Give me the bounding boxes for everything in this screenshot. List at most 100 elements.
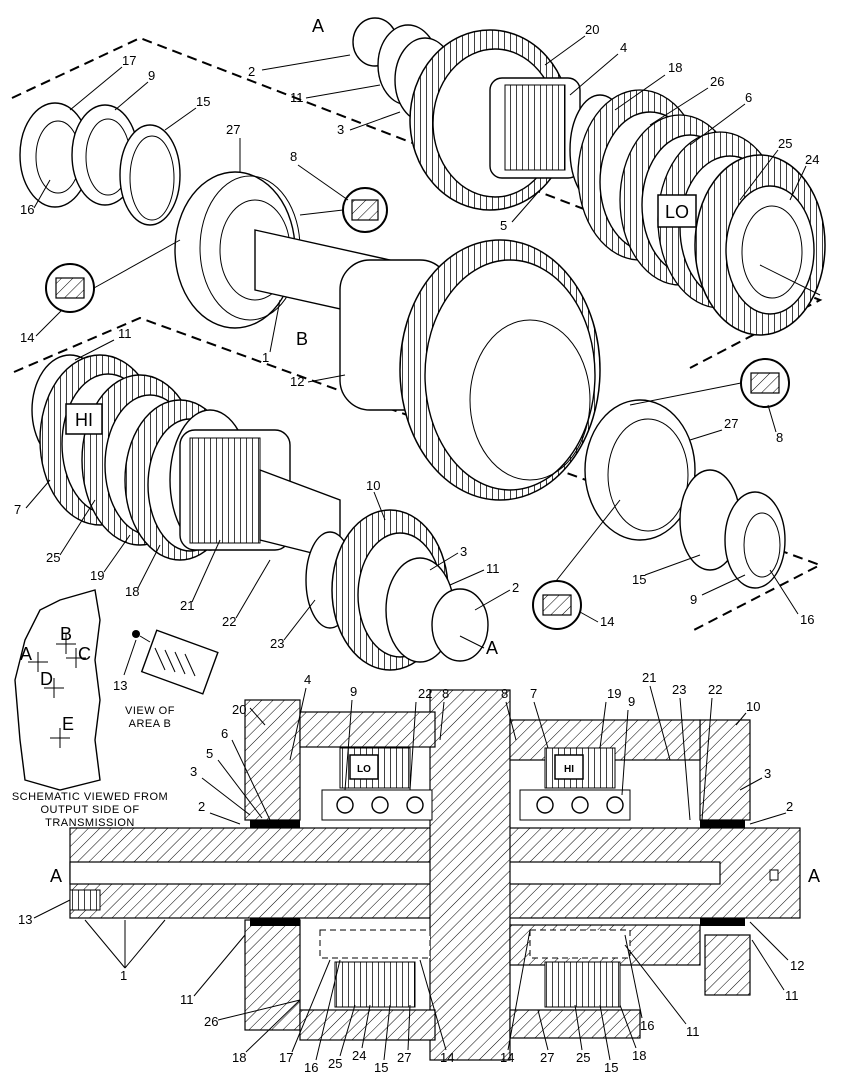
svg-text:HI: HI: [564, 764, 574, 775]
svg-text:11: 11: [290, 90, 304, 105]
svg-text:22: 22: [418, 686, 432, 701]
center-flange: [429, 689, 511, 1061]
svg-text:14: 14: [440, 1050, 454, 1065]
svg-text:LO: LO: [665, 202, 689, 222]
detail-circle-14-middle: [532, 580, 582, 630]
detail-circle-8-middle: [740, 358, 790, 408]
svg-text:9: 9: [690, 592, 697, 607]
svg-text:19: 19: [607, 686, 621, 701]
svg-text:23: 23: [270, 636, 284, 651]
svg-text:VIEW OF: VIEW OF: [125, 705, 175, 717]
svg-text:C: C: [78, 644, 91, 664]
svg-text:16: 16: [640, 1018, 654, 1033]
lo-housing-bottom: [299, 1009, 436, 1041]
svg-text:11: 11: [118, 326, 132, 341]
middle-exploded-group: HI 11 8 27 7 25 19: [14, 326, 814, 693]
svg-text:A: A: [50, 866, 62, 886]
svg-text:9: 9: [350, 684, 357, 699]
svg-text:A: A: [312, 16, 324, 36]
svg-text:11: 11: [785, 988, 799, 1003]
svg-text:2: 2: [248, 64, 255, 79]
svg-text:11: 11: [180, 992, 194, 1007]
svg-text:25: 25: [576, 1050, 590, 1065]
schematic-group: A B C D E SCHEMATIC VIEWED FROM OUTPUT S…: [12, 589, 219, 829]
svg-text:7: 7: [530, 686, 537, 701]
lo-housing-top: [299, 711, 436, 748]
svg-text:21: 21: [180, 598, 194, 613]
svg-text:25: 25: [778, 136, 792, 151]
svg-text:26: 26: [710, 74, 724, 89]
svg-text:22: 22: [222, 614, 236, 629]
svg-text:11: 11: [686, 1024, 700, 1039]
svg-text:8: 8: [776, 430, 783, 445]
svg-text:19: 19: [90, 568, 104, 583]
svg-text:OUTPUT SIDE OF: OUTPUT SIDE OF: [40, 804, 139, 816]
svg-text:1: 1: [262, 350, 269, 365]
svg-text:2: 2: [198, 799, 205, 814]
svg-text:A: A: [808, 866, 820, 886]
svg-text:16: 16: [20, 202, 34, 217]
svg-text:3: 3: [460, 544, 467, 559]
gear-10-section-lower: [704, 934, 751, 996]
clutch-hi-box: HI: [65, 403, 103, 435]
spring-15: [119, 124, 181, 226]
svg-text:4: 4: [620, 40, 627, 55]
upper-exploded-group: LO A 2: [11, 16, 826, 633]
svg-text:B: B: [296, 329, 308, 349]
svg-text:18: 18: [668, 60, 682, 75]
svg-text:3: 3: [190, 764, 197, 779]
section-callouts-top: 20 4 9 22 8 8 7 19 9 21 23 22 10: [190, 670, 793, 825]
svg-text:11: 11: [486, 561, 500, 576]
hi-clutch-plates-top: HI: [519, 747, 631, 821]
detail-circle-14-upper: [45, 263, 95, 313]
svg-text:14: 14: [20, 330, 34, 345]
svg-text:9: 9: [628, 694, 635, 709]
svg-text:15: 15: [632, 572, 646, 587]
svg-text:23: 23: [672, 682, 686, 697]
svg-text:9: 9: [148, 68, 155, 83]
svg-text:17: 17: [122, 53, 136, 68]
svg-text:27: 27: [540, 1050, 554, 1065]
svg-text:SCHEMATIC VIEWED FROM: SCHEMATIC VIEWED FROM: [12, 791, 168, 803]
svg-text:7: 7: [14, 502, 21, 517]
svg-text:13: 13: [113, 678, 127, 693]
svg-text:24: 24: [805, 152, 819, 167]
svg-text:A: A: [20, 644, 32, 664]
section-callouts-side: A A 13 1 11 26 12 11 11: [18, 866, 820, 1039]
svg-text:27: 27: [724, 416, 738, 431]
svg-text:1: 1: [120, 968, 127, 983]
svg-text:LO: LO: [357, 764, 371, 775]
svg-text:12: 12: [790, 958, 804, 973]
svg-text:16: 16: [304, 1060, 318, 1075]
svg-text:17: 17: [279, 1050, 293, 1065]
svg-text:D: D: [40, 669, 53, 689]
hi-clutch-plates-bottom: [509, 929, 641, 1039]
svg-text:15: 15: [604, 1060, 618, 1075]
svg-text:HI: HI: [75, 410, 93, 430]
clutch-lo-box: LO: [657, 194, 697, 228]
svg-text:16: 16: [800, 612, 814, 627]
svg-text:14: 14: [500, 1050, 514, 1065]
lo-clutch-plates-top: LO: [321, 747, 433, 821]
section-callouts-bottom: 18 17 16 25 24 15 27 14 14 27 25 15 18: [232, 929, 654, 1075]
svg-text:22: 22: [708, 682, 722, 697]
ring-9-right: [724, 491, 786, 589]
svg-text:2: 2: [512, 580, 519, 595]
detail-circle-8-upper: [342, 187, 388, 233]
gear-20-section: [244, 699, 301, 821]
svg-text:8: 8: [290, 149, 297, 164]
svg-text:15: 15: [374, 1060, 388, 1075]
svg-text:18: 18: [632, 1048, 646, 1063]
svg-text:6: 6: [745, 90, 752, 105]
cross-section-group: LO HI: [18, 670, 820, 1075]
svg-text:21: 21: [642, 670, 656, 685]
svg-text:26: 26: [204, 1014, 218, 1029]
svg-text:3: 3: [764, 766, 771, 781]
svg-text:18: 18: [125, 584, 139, 599]
svg-text:4: 4: [304, 672, 311, 687]
svg-text:24: 24: [352, 1048, 366, 1063]
schematic-outline: [14, 589, 101, 791]
svg-text:E: E: [62, 714, 74, 734]
area-b-valve: [123, 629, 219, 695]
